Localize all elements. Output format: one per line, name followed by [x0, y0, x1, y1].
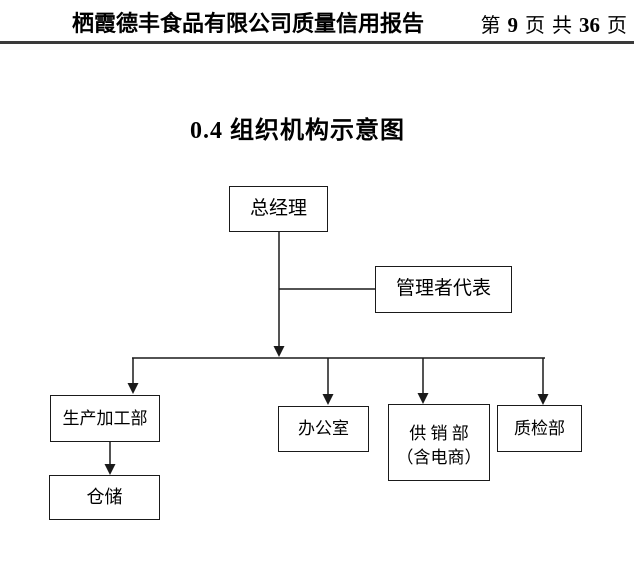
page-label-suffix: 页	[607, 15, 627, 37]
node-label: 仓储	[86, 486, 123, 507]
node-label-line2: （含电商）	[396, 448, 482, 467]
page-number-info: 第 9 页 共 36 页	[481, 9, 628, 38]
header-divider	[0, 41, 634, 44]
node-label: 生产加工部	[62, 408, 148, 428]
page-label-prefix: 第	[480, 15, 501, 37]
diagram-title: 0.4 组织机构示意图	[190, 118, 405, 144]
node-label: 管理者代表	[395, 278, 491, 300]
total-page-number: 36	[579, 13, 600, 37]
node-supply-marketing-dept: 供 销 部 （含电商）	[388, 404, 490, 481]
arrowhead-icon	[417, 393, 429, 404]
node-label: 总经理	[249, 197, 307, 219]
node-label: 办公室	[298, 419, 349, 439]
node-label-line1: 供 销 部	[409, 424, 469, 444]
node-production-dept: 生产加工部	[50, 395, 160, 442]
arrowhead-icon	[322, 394, 334, 405]
node-label: 质检部	[514, 418, 565, 438]
node-office: 办公室	[278, 406, 369, 452]
current-page-number: 9	[507, 13, 519, 37]
node-management-representative: 管理者代表	[375, 266, 512, 313]
arrowhead-icon	[273, 346, 285, 357]
report-title: 栖霞德丰食品有限公司质量信用报告	[72, 11, 425, 36]
page-label-mid-right: 共	[552, 15, 572, 37]
arrowhead-icon	[127, 383, 139, 394]
page-label-mid-left: 页	[525, 15, 545, 37]
node-general-manager: 总经理	[229, 186, 328, 232]
arrowhead-icon	[537, 394, 549, 405]
node-quality-inspection-dept: 质检部	[497, 405, 582, 452]
node-warehouse: 仓储	[49, 475, 160, 520]
arrowhead-icon	[104, 464, 116, 475]
